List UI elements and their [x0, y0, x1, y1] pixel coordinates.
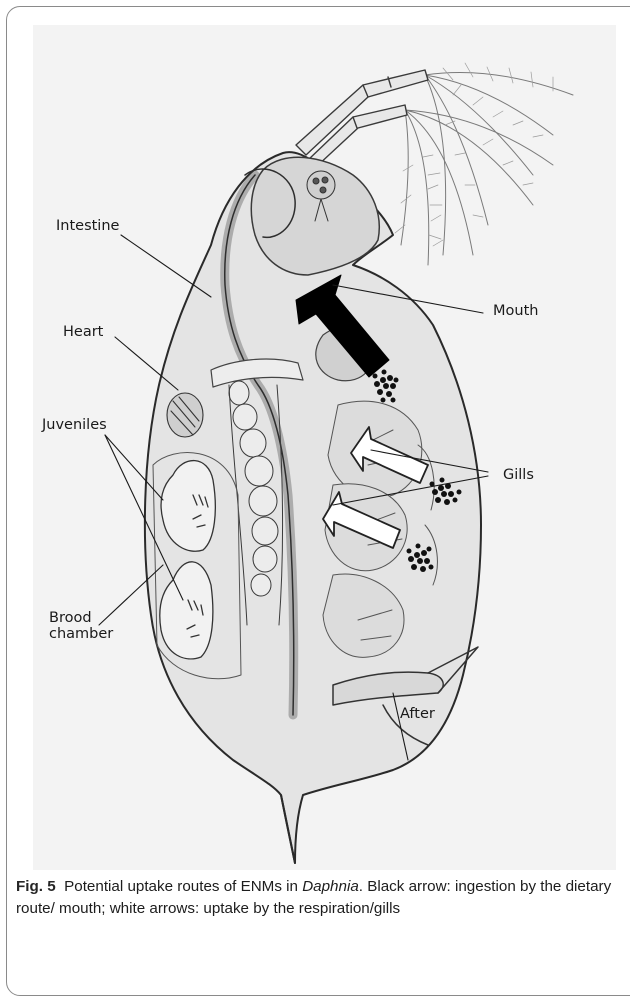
label-brood-line1: Brood [49, 610, 113, 626]
label-heart: Heart [63, 324, 103, 340]
antenna-plumes [395, 63, 573, 265]
daphnia-illustration: Intestine Mouth Heart Juveniles Gills Br… [33, 25, 616, 870]
caption-text-before-taxon: Potential uptake routes of ENMs in [64, 878, 302, 895]
label-brood-chamber: Brood chamber [49, 610, 113, 642]
caption-taxon: Daphnia [302, 878, 359, 895]
label-brood-line2: chamber [49, 626, 113, 642]
label-juveniles: Juveniles [42, 417, 107, 433]
label-mouth: Mouth [493, 303, 538, 319]
figure-caption: Fig. 5 Potential uptake routes of ENMs i… [16, 876, 616, 919]
label-gills: Gills [503, 467, 534, 483]
label-intestine: Intestine [56, 218, 119, 234]
label-after: After [400, 706, 435, 722]
heart [167, 393, 203, 437]
daphnia-drawing [33, 25, 616, 870]
figure-number: Fig. 5 [16, 878, 56, 895]
